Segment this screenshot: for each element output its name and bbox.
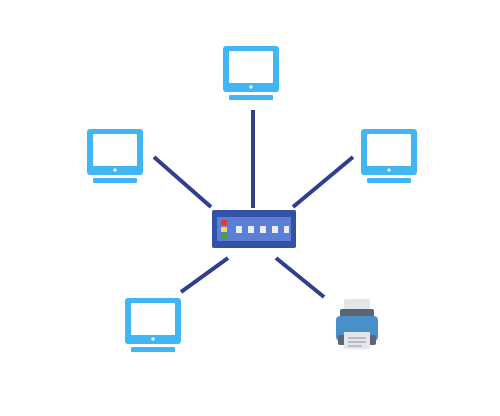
monitor-top-icon[interactable] (223, 46, 279, 100)
links (152, 110, 355, 299)
switch-port (272, 226, 278, 233)
led-yellow (221, 227, 227, 232)
monitor-bottom-left-icon[interactable] (125, 298, 181, 352)
monitor-left-icon[interactable] (87, 129, 143, 183)
switch-port (248, 226, 254, 233)
led-green (221, 234, 227, 239)
switch-port (260, 226, 266, 233)
link-monitor-left (152, 155, 213, 209)
printer-icon[interactable] (336, 299, 378, 349)
switch-port (236, 226, 242, 233)
link-printer (274, 256, 326, 299)
link-monitor-right (291, 155, 355, 209)
led-red (221, 220, 227, 225)
switch-port (284, 226, 289, 233)
link-monitor-bottom-left (179, 256, 230, 294)
network-switch-icon[interactable] (212, 210, 296, 248)
monitor-right-icon[interactable] (361, 129, 417, 183)
